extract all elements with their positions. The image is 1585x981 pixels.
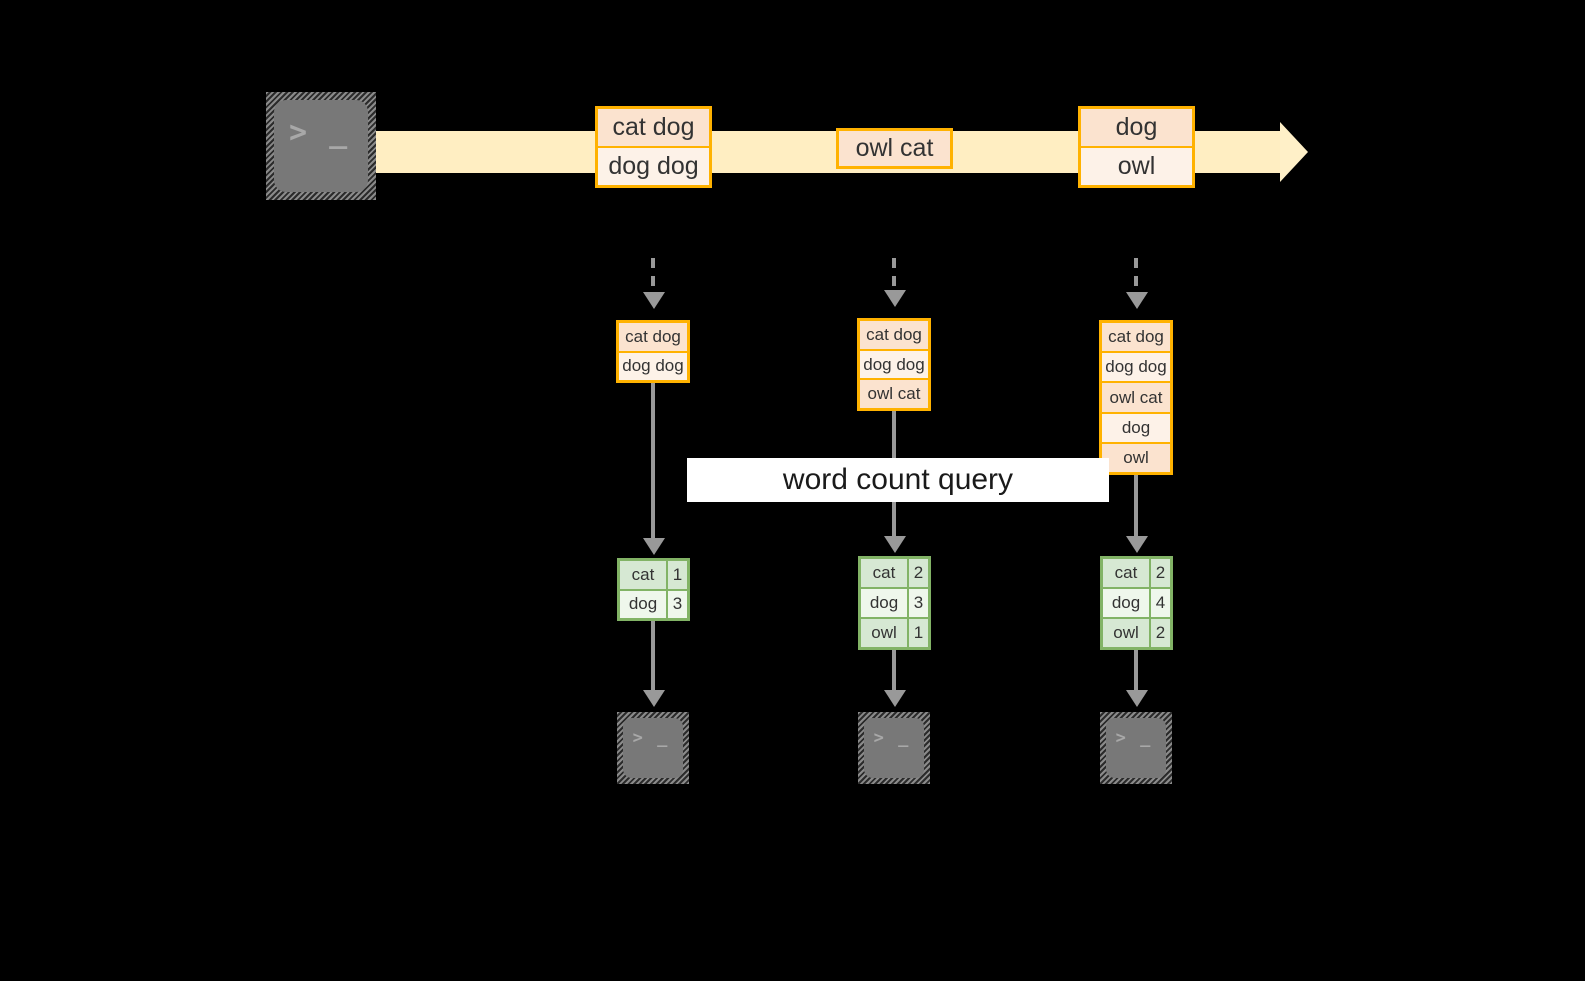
result-word: dog bbox=[620, 590, 666, 618]
result-row: cat 2 bbox=[1103, 559, 1170, 587]
result-word: owl bbox=[1103, 619, 1149, 647]
result-row: cat 1 bbox=[620, 561, 687, 589]
stream-arrowhead bbox=[1280, 122, 1311, 182]
source-terminal-icon: > _ bbox=[266, 92, 376, 200]
sink-connector-arrowhead-1 bbox=[643, 690, 665, 707]
snapshot-line: owl cat bbox=[1102, 381, 1170, 412]
result-count: 3 bbox=[666, 590, 687, 618]
sink-terminal-icon-2: > _ bbox=[858, 712, 930, 784]
snapshot-line: dog dog bbox=[860, 348, 928, 379]
sink-connector-arrowhead-3 bbox=[1126, 690, 1148, 707]
sink-connector-arrowhead-2 bbox=[884, 690, 906, 707]
result-row: dog 3 bbox=[620, 588, 687, 618]
result-row: dog 3 bbox=[861, 587, 928, 617]
result-count: 2 bbox=[907, 559, 928, 587]
terminal-prompt-label: > _ bbox=[873, 728, 911, 748]
result-word: cat bbox=[861, 559, 907, 587]
snapshot-trigger-line-2 bbox=[892, 258, 896, 294]
snapshot-box-3: cat dog dog dog owl cat dog owl bbox=[1099, 320, 1173, 475]
query-connector-line-1 bbox=[651, 383, 655, 545]
terminal-prompt-label: > _ bbox=[1115, 728, 1153, 748]
result-table-3: cat 2 dog 4 owl 2 bbox=[1100, 556, 1173, 650]
snapshot-line: dog dog bbox=[1102, 351, 1170, 382]
query-label: word count query bbox=[687, 458, 1109, 502]
snapshot-trigger-line-3 bbox=[1134, 258, 1138, 296]
stream-event-line: dog bbox=[1081, 109, 1192, 146]
snapshot-line: cat dog bbox=[1102, 323, 1170, 352]
snapshot-trigger-line-1 bbox=[651, 258, 655, 296]
result-word: owl bbox=[861, 619, 907, 647]
terminal-prompt-label: > _ bbox=[632, 728, 670, 748]
stream-event-group-2: owl cat bbox=[836, 128, 953, 169]
result-count: 3 bbox=[907, 589, 928, 617]
stream-event-group-1: cat dog dog dog bbox=[595, 106, 712, 188]
query-connector-arrowhead-2 bbox=[884, 536, 906, 553]
terminal-screen: > _ bbox=[1106, 718, 1166, 778]
snapshot-trigger-arrowhead-1 bbox=[643, 292, 665, 309]
sink-connector-line-1 bbox=[651, 621, 655, 696]
result-count: 2 bbox=[1149, 619, 1170, 647]
result-count: 2 bbox=[1149, 559, 1170, 587]
result-row: owl 2 bbox=[1103, 617, 1170, 647]
stream-event-line: owl bbox=[1081, 146, 1192, 185]
sink-connector-line-3 bbox=[1134, 650, 1138, 696]
snapshot-line: dog dog bbox=[619, 350, 687, 380]
snapshot-trigger-arrowhead-2 bbox=[884, 290, 906, 307]
result-word: cat bbox=[1103, 559, 1149, 587]
terminal-prompt-label: > _ bbox=[289, 115, 350, 151]
stream-event-group-3: dog owl bbox=[1078, 106, 1195, 188]
result-row: owl 1 bbox=[861, 617, 928, 647]
sink-terminal-icon-1: > _ bbox=[617, 712, 689, 784]
sink-terminal-icon-3: > _ bbox=[1100, 712, 1172, 784]
sink-connector-line-2 bbox=[892, 650, 896, 696]
terminal-screen: > _ bbox=[864, 718, 924, 778]
terminal-screen: > _ bbox=[623, 718, 683, 778]
terminal-screen: > _ bbox=[274, 100, 368, 192]
snapshot-line: dog bbox=[1102, 411, 1170, 442]
result-table-1: cat 1 dog 3 bbox=[617, 558, 690, 621]
stream-event-line: owl cat bbox=[839, 131, 950, 166]
snapshot-line: cat dog bbox=[619, 323, 687, 351]
snapshot-line: owl bbox=[1102, 441, 1170, 473]
result-count: 4 bbox=[1149, 589, 1170, 617]
result-count: 1 bbox=[907, 619, 928, 647]
result-word: dog bbox=[1103, 589, 1149, 617]
result-row: dog 4 bbox=[1103, 587, 1170, 617]
snapshot-box-1: cat dog dog dog bbox=[616, 320, 690, 383]
result-table-2: cat 2 dog 3 owl 1 bbox=[858, 556, 931, 650]
query-connector-arrowhead-1 bbox=[643, 538, 665, 555]
snapshot-line: cat dog bbox=[860, 321, 928, 349]
snapshot-line: owl cat bbox=[860, 378, 928, 409]
query-label-text: word count query bbox=[782, 463, 1014, 496]
result-word: dog bbox=[861, 589, 907, 617]
snapshot-trigger-arrowhead-3 bbox=[1126, 292, 1148, 309]
result-count: 1 bbox=[666, 561, 687, 589]
query-connector-arrowhead-3 bbox=[1126, 536, 1148, 553]
result-row: cat 2 bbox=[861, 559, 928, 587]
stream-event-line: cat dog bbox=[598, 109, 709, 146]
stream-event-line: dog dog bbox=[598, 146, 709, 185]
snapshot-box-2: cat dog dog dog owl cat bbox=[857, 318, 931, 411]
query-connector-line-3 bbox=[1134, 475, 1138, 543]
result-word: cat bbox=[620, 561, 666, 589]
